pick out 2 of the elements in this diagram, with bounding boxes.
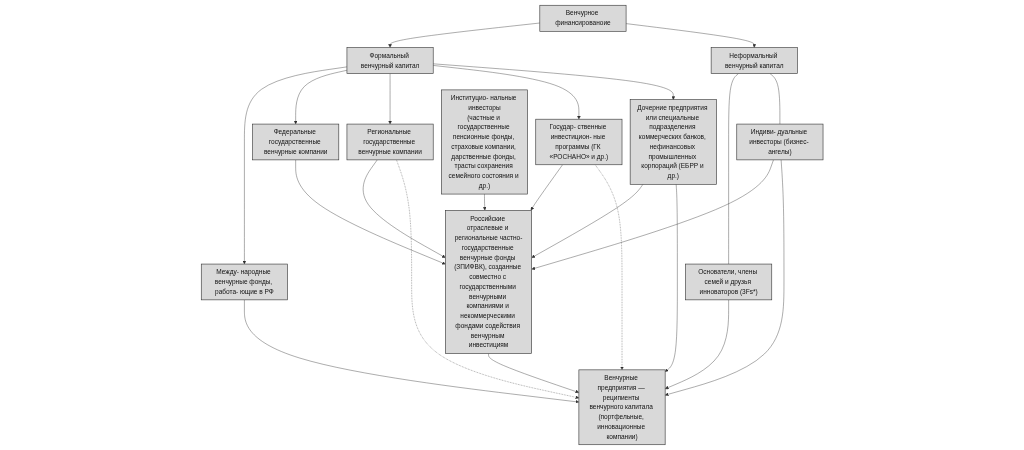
connector <box>769 73 780 125</box>
connector <box>728 73 739 265</box>
